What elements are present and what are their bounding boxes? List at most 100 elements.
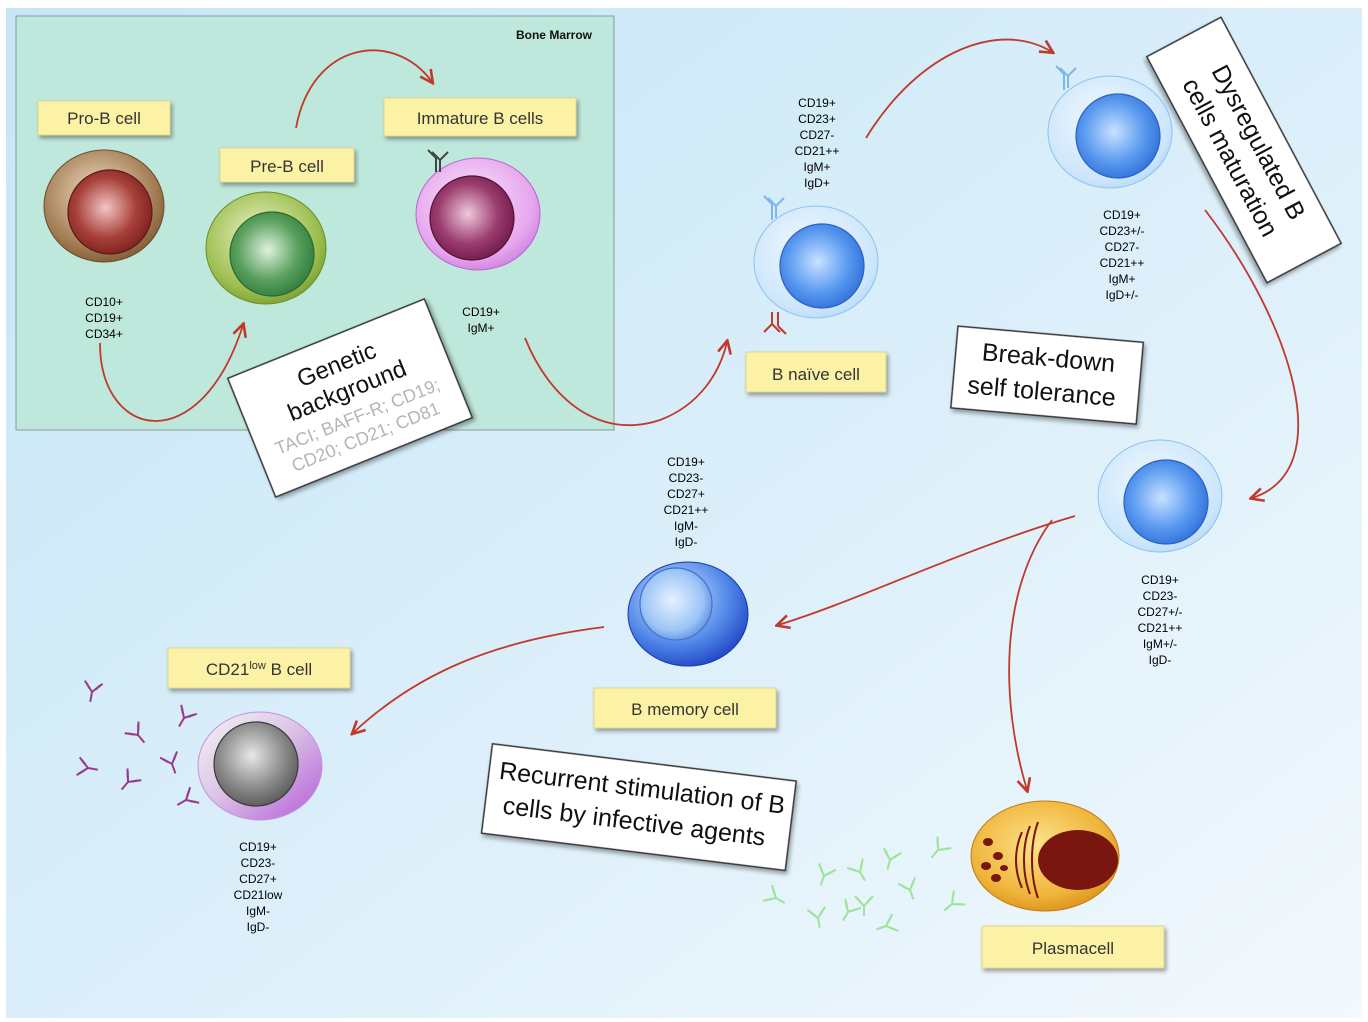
- callout-recurrent: Recurrent stimulation of B cells by infe…: [480, 742, 798, 872]
- label-cd21low-sup: low: [249, 660, 266, 672]
- green-antibody-icon-2: [846, 858, 866, 882]
- plasmacell: [970, 800, 1120, 912]
- marker-cd21low-1: CD23-: [241, 856, 276, 870]
- transitional-b-cell: [1097, 439, 1223, 553]
- purple-antibody-icon-2: [178, 704, 198, 728]
- purple-antibody-icon-3: [76, 756, 99, 776]
- green-antibody-icon-0: [762, 884, 786, 904]
- green-antibody-icon-7: [943, 890, 966, 912]
- marker-cd21low-4: IgM-: [246, 904, 270, 918]
- marker-transitional-1: CD23-: [1143, 589, 1178, 603]
- marker-dysregulated-4: IgM+: [1108, 272, 1135, 286]
- marker-cd21low-0: CD19+: [239, 840, 277, 854]
- marker-cd21low-5: IgD-: [247, 920, 270, 934]
- label-memory-b-text: B memory cell: [631, 700, 739, 719]
- pre-b-cell: [205, 191, 327, 305]
- label-cd21low-rest: B cell: [266, 660, 312, 679]
- marker-immature-b-0: CD19+: [462, 305, 500, 319]
- purple-antibody-icon-4: [120, 768, 142, 791]
- arrow-pre-to-immature: [295, 49, 432, 129]
- marker-pro-b-2: CD34+: [85, 327, 123, 341]
- cd21low-b-cell: [197, 711, 323, 821]
- label-cd21low: [167, 647, 351, 689]
- arrow-immature-to-naive: [524, 338, 727, 426]
- marker-dysregulated-1: CD23+/-: [1099, 224, 1144, 238]
- purple-antibody-icon-1: [124, 721, 146, 744]
- marker-dysregulated-3: CD21++: [1100, 256, 1145, 270]
- label-naive-b-text: B naïve cell: [772, 365, 860, 384]
- arrow-pro-to-pre: [99, 325, 243, 422]
- antibody-icon: [427, 149, 449, 172]
- label-immature-b-text: Immature B cells: [417, 109, 544, 128]
- marker-cd21low-2: CD27+: [239, 872, 277, 886]
- label-memory-b: [593, 687, 777, 729]
- marker-transitional-5: IgD-: [1149, 653, 1172, 667]
- green-antibody-icon-4: [930, 836, 952, 859]
- pro-b-cell: [43, 149, 165, 263]
- label-immature-b: [383, 97, 577, 137]
- label-pre-b: [219, 147, 355, 183]
- green-antibody-icon-9: [842, 898, 862, 922]
- marker-memory-b-0: CD19+: [667, 455, 705, 469]
- purple-antibody-icon-6: [176, 786, 200, 806]
- arrow-dysregulated-to-transitional: [1204, 209, 1300, 498]
- green-antibody-icon-8: [806, 906, 826, 929]
- dysregulated-b-cell: [1047, 65, 1173, 189]
- arrow-transitional-to-plasmacell: [1008, 519, 1053, 790]
- marker-memory-b-3: CD21++: [664, 503, 709, 517]
- marker-dysregulated-0: CD19+: [1103, 208, 1141, 222]
- green-antibody-icon-3: [882, 847, 902, 870]
- label-pre-b-text: Pre-B cell: [250, 157, 324, 176]
- callout-breakdown: Break-down self tolerance: [950, 325, 1145, 425]
- marker-transitional-0: CD19+: [1141, 573, 1179, 587]
- marker-transitional-4: IgM+/-: [1143, 637, 1177, 651]
- marker-pro-b-1: CD19+: [85, 311, 123, 325]
- antibody-icon: [1055, 65, 1077, 90]
- arrows: [99, 38, 1300, 790]
- marker-naive-b-2: CD27-: [800, 128, 835, 142]
- label-cd21low-base: CD21: [206, 660, 249, 679]
- label-naive-b: [745, 351, 887, 393]
- marker-immature-b-1: IgM+: [467, 321, 494, 335]
- arrow-memory-to-cd21low: [353, 626, 605, 733]
- b-memory-cell: [627, 561, 749, 667]
- marker-transitional-2: CD27+/-: [1137, 605, 1182, 619]
- marker-naive-b-0: CD19+: [798, 96, 836, 110]
- marker-naive-b-1: CD23+: [798, 112, 836, 126]
- marker-naive-b-5: IgD+: [804, 176, 830, 190]
- marker-memory-b-2: CD27+: [667, 487, 705, 501]
- marker-pro-b-0: CD10+: [85, 295, 123, 309]
- marker-memory-b-1: CD23-: [669, 471, 704, 485]
- marker-cd21low-3: CD21low: [234, 888, 283, 902]
- label-pro-b-text: Pro-B cell: [67, 109, 141, 128]
- label-pro-b: [37, 100, 171, 136]
- purple-antibody-icon-0: [84, 680, 104, 703]
- marker-memory-b-4: IgM-: [674, 519, 698, 533]
- callout-genetic-background: Genetic background TACI; BAFF-R; CD19; C…: [226, 297, 474, 499]
- marker-memory-b-5: IgD-: [675, 535, 698, 549]
- antibody-icon-bottom: [763, 312, 787, 335]
- label-cd21low-text: CD21low B cell: [206, 660, 312, 679]
- b-naive-cell: [753, 195, 879, 335]
- green-antibody-icon-1: [818, 863, 837, 886]
- bone-marrow-title: Bone Marrow: [516, 28, 593, 42]
- marker-dysregulated-2: CD27-: [1105, 240, 1140, 254]
- marker-naive-b-3: CD21++: [795, 144, 840, 158]
- antibody-icon-top: [763, 195, 785, 220]
- purple-antibodies: [76, 680, 200, 806]
- green-antibody-icon-6: [897, 877, 916, 900]
- marker-dysregulated-5: IgD+/-: [1105, 288, 1138, 302]
- immature-b-cell: [415, 149, 541, 271]
- marker-lists: CD10+ CD19+ CD34+ CD19+ IgM+ CD19+ CD23+ CD27- C…: [85, 96, 1182, 934]
- green-antibody-icon-10: [876, 913, 899, 932]
- green-antibody-icon-5: [854, 895, 874, 916]
- marker-transitional-3: CD21++: [1138, 621, 1183, 635]
- arrow-transitional-to-memory: [778, 515, 1076, 625]
- label-plasmacell-text: Plasmacell: [1032, 939, 1114, 958]
- marker-naive-b-4: IgM+: [803, 160, 830, 174]
- purple-antibody-icon-5: [159, 751, 178, 774]
- label-plasmacell: [981, 925, 1165, 969]
- green-antibodies: [762, 836, 966, 932]
